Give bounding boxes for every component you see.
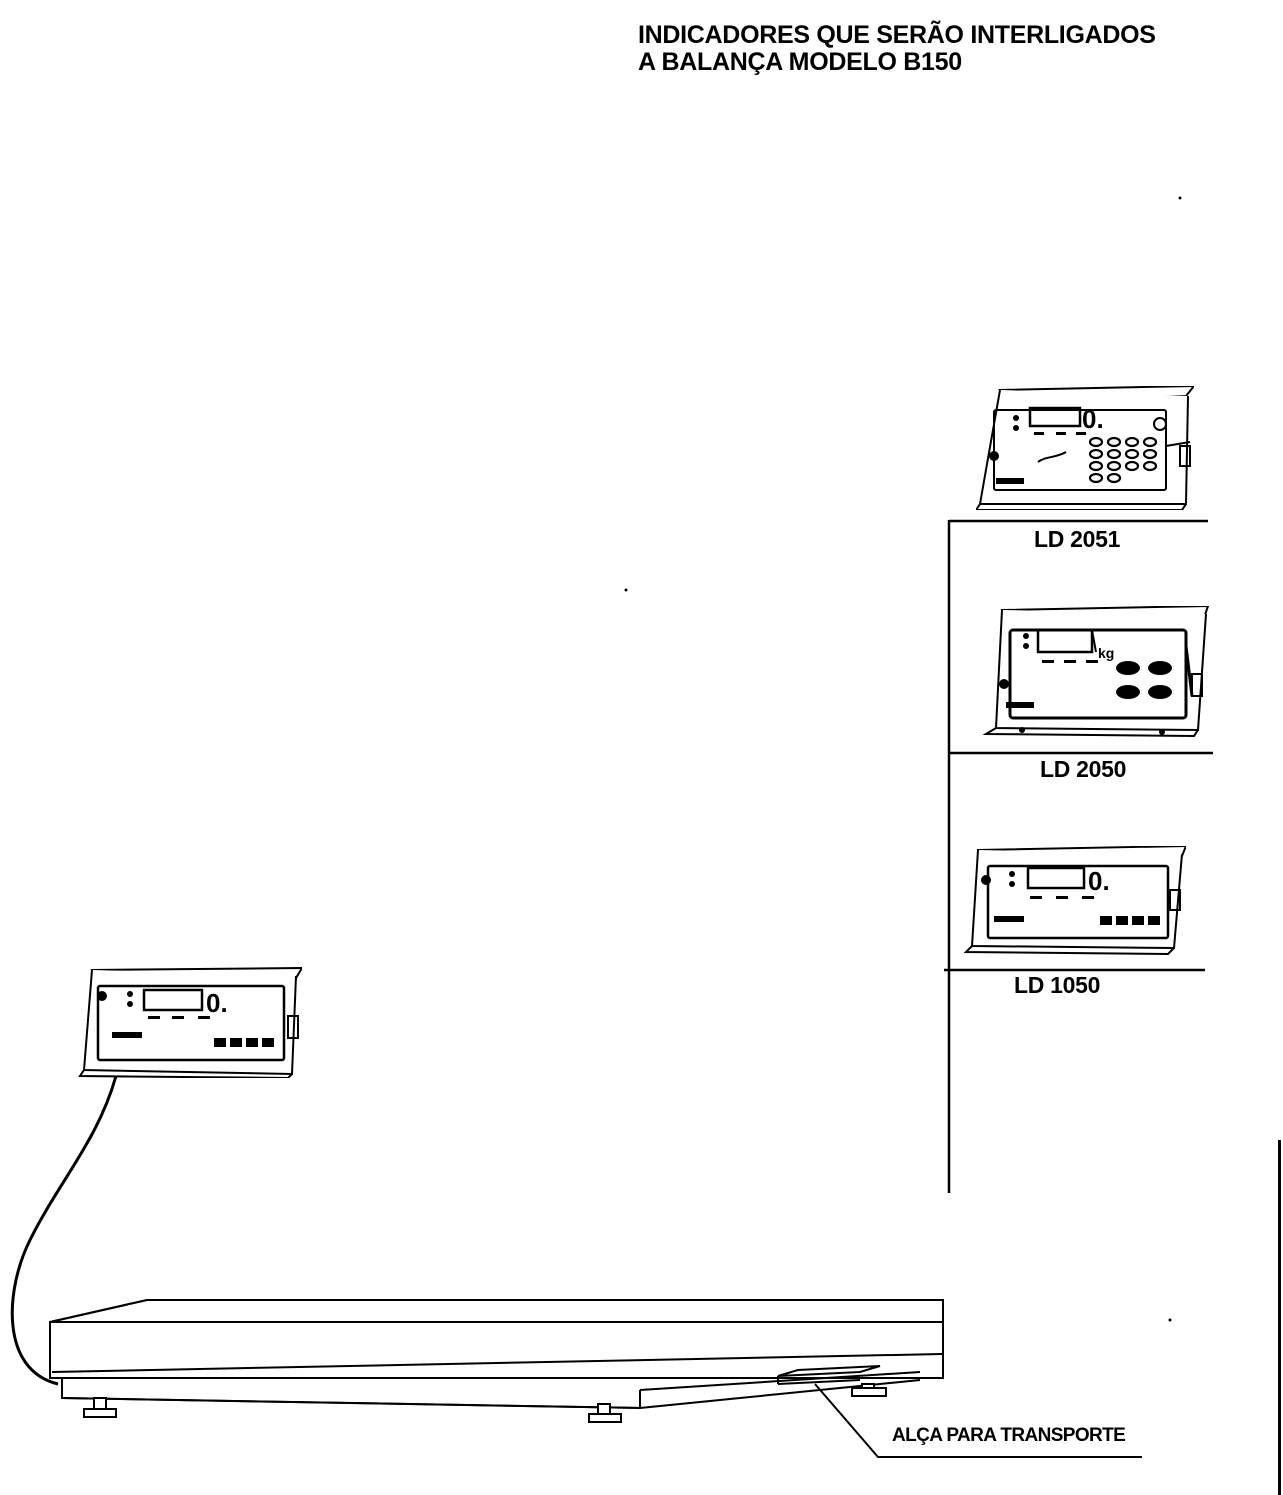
page-title: INDICADORES QUE SERÃO INTERLIGADOS A BAL…	[638, 22, 1156, 76]
scale-front-edge	[51, 1353, 943, 1373]
connected-indicator-drawing: 0.	[78, 966, 302, 1078]
ld2051-keypad	[1088, 436, 1158, 484]
platform-scale	[49, 1299, 944, 1423]
indicator-ld1050-drawing: 0.	[964, 846, 1186, 956]
ld1050-reading: 0.	[1088, 866, 1110, 896]
svg-text:kg: kg	[1098, 645, 1114, 661]
scale-top-face	[49, 1299, 943, 1323]
label-ld1050: LD 1050	[1014, 972, 1101, 998]
indicator-ld2050-drawing: kg	[982, 606, 1210, 738]
title-line-2: A BALANÇA MODELO B150	[638, 48, 962, 76]
label-ld2050: LD 2050	[1040, 756, 1127, 782]
scale-front-face	[49, 1321, 944, 1379]
indicator-ld2051-drawing: 0.	[976, 386, 1194, 510]
indicator-cable	[10, 1075, 118, 1386]
transport-handle-callout: ALÇA PARA TRANSPORTE	[892, 1425, 1126, 1446]
transport-handle	[777, 1365, 881, 1377]
label-ld2051: LD 2051	[1034, 526, 1121, 552]
callout-leader-line	[814, 1383, 1142, 1458]
ld2051-reading: 0.	[1082, 404, 1104, 434]
connected-reading: 0.	[206, 988, 228, 1018]
title-line-1: INDICADORES QUE SERÃO INTERLIGADOS	[638, 21, 1156, 49]
